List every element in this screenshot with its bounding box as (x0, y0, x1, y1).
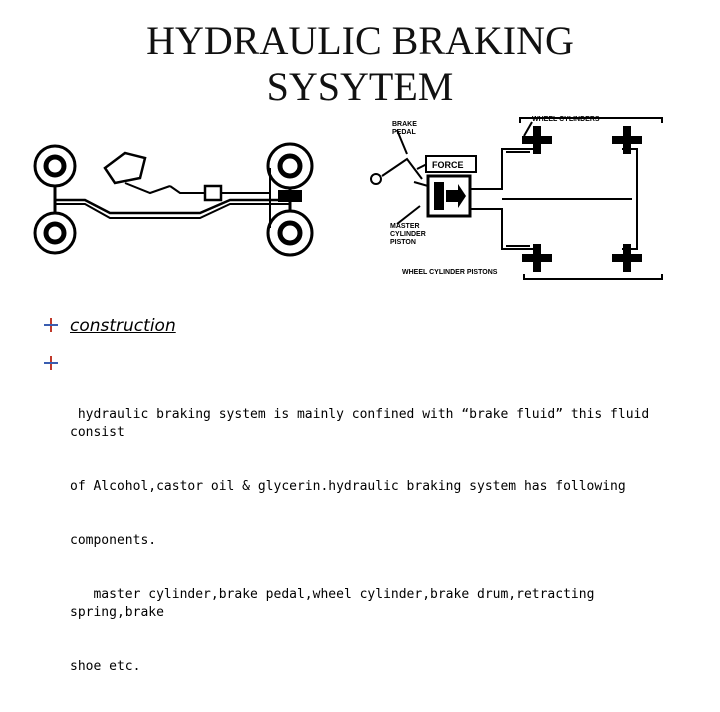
bullet-list: construction hydraulic braking system is… (44, 314, 684, 712)
chassis-diagram (33, 142, 314, 257)
bullet-heading: construction (44, 314, 684, 338)
body-line: shoe etc. (70, 659, 141, 674)
title-line-1: HYDRAULIC BRAKING (146, 18, 574, 63)
body-line: of Alcohol,castor oil & glycerin.hydraul… (70, 479, 626, 494)
hydraulic-schematic: BRAKE PEDAL WHEEL CYLINDERS FORCE MASTER… (370, 116, 663, 280)
bullet-icon (44, 318, 58, 332)
bullet-icon (44, 356, 58, 370)
label-brake: BRAKE (392, 121, 417, 128)
label-wheel-cylinders: WHEEL CYLINDERS (532, 116, 600, 123)
body-line: master cylinder,brake pedal,wheel cylind… (70, 587, 603, 620)
label-master: MASTER (390, 223, 420, 230)
bullet-body: hydraulic braking system is mainly confi… (44, 352, 684, 712)
label-pedal: PEDAL (392, 129, 416, 136)
label-wheel-cylinder-pistons: WHEEL CYLINDER PISTONS (402, 269, 498, 276)
label-cylinder: CYLINDER (390, 231, 426, 238)
label-piston: PISTON (390, 239, 416, 246)
body-line: components. (70, 533, 157, 548)
body-line: hydraulic braking system is mainly confi… (70, 407, 658, 440)
slide-title: HYDRAULIC BRAKING SYSYTEM (0, 18, 720, 110)
title-line-2: SYSYTEM (266, 64, 454, 109)
heading-text: construction (70, 316, 176, 336)
label-force: FORCE (432, 160, 464, 170)
